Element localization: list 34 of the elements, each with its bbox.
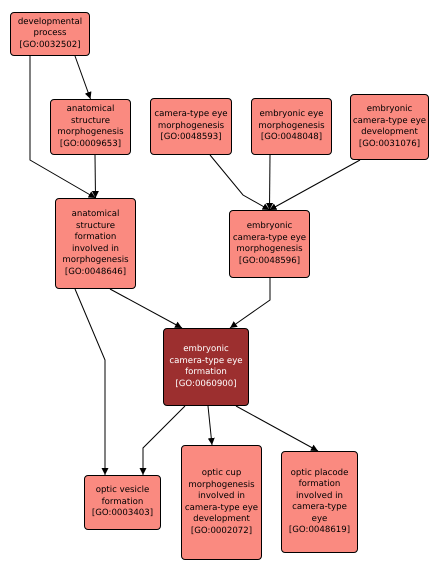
term-box [181,445,262,560]
term-box [10,12,90,56]
arrow [92,154,99,198]
arrow [110,288,182,328]
arrow [140,406,186,476]
arrow [74,288,108,476]
arrow [266,154,274,210]
term-label: optic placode formation involved in camera-type eye [GO:0048619] [288,468,352,536]
term-label: anatomical structure morphogenesis [GO:0009653] [56,104,125,150]
highlighted-term-box [163,328,249,406]
term-box [251,98,332,155]
arrow [74,56,92,100]
term-label: embryonic eye morphogenesis [GO:0048048] [257,109,326,144]
arrow [230,278,270,328]
term-label: developmental process [GO:0032502] [16,16,84,52]
arrow [30,56,96,198]
arrow [210,154,270,210]
arrow [236,406,318,452]
arrow [269,160,360,210]
term-label: camera-type eye morphogenesis [GO:0048593] [153,109,229,144]
term-box [229,210,310,278]
term-box [55,198,136,289]
term-label: embryonic camera-type eye formation [GO:0060900] [168,344,244,390]
term-box [350,94,429,160]
term-box [50,99,131,155]
term-box [84,475,161,530]
term-label: embryonic camera-type eye development [GO:0031076] [352,104,427,150]
term-box [150,98,232,155]
term-label: anatomical structure formation involved in morphogenesis [GO:0048646] [61,209,130,278]
term-label: embryonic camera-type eye morphogenesis [GO:0048596] [232,221,308,267]
term-box [281,451,358,553]
term-label: optic vesicle formation [GO:0003403] [90,485,154,520]
term-label: optic cup morphogenesis involved in camera-type eye development [GO:0002072] [184,468,260,537]
arrow [208,406,215,446]
